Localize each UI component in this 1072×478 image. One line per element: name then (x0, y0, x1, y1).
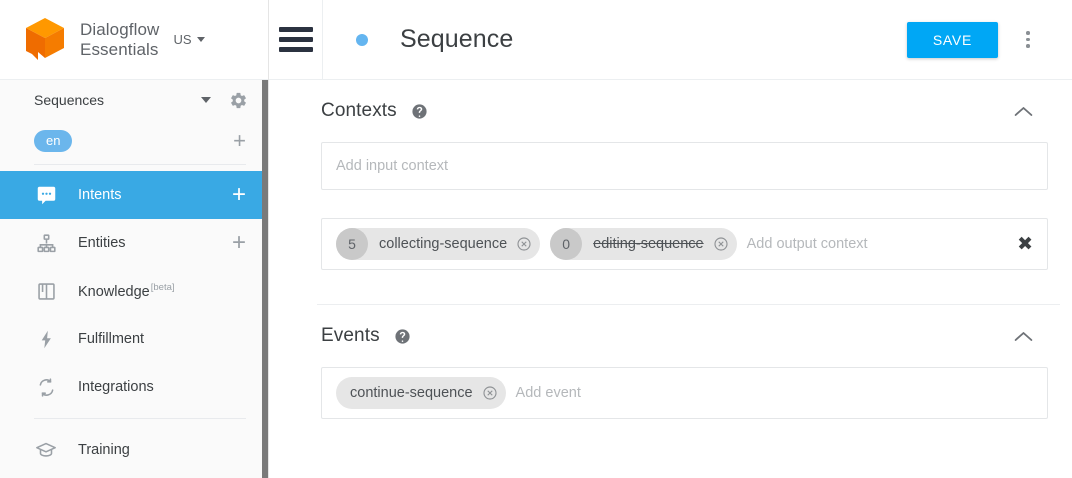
add-entity-plus-icon[interactable]: + (231, 229, 246, 256)
spacer (321, 190, 1048, 218)
context-lifespan-badge: 5 (336, 228, 368, 260)
agent-name: Sequences (34, 92, 105, 108)
events-section: Events (269, 305, 1072, 419)
output-context-placeholder: Add output context (746, 236, 868, 252)
chat-bubble-icon (34, 185, 58, 206)
sidebar-scrollbar[interactable] (262, 80, 269, 478)
sidebar-nav: Intents + Entities + (0, 165, 268, 474)
clear-contexts-close-icon[interactable]: ✖ (1017, 232, 1033, 255)
input-context-placeholder: Add input context (336, 158, 449, 174)
brand-line-2: Essentials (80, 39, 159, 59)
remove-circle-icon[interactable] (482, 385, 498, 401)
bolt-icon (34, 329, 58, 350)
sidebar-divider (34, 418, 246, 419)
context-chip[interactable]: 5 collecting-sequence (336, 228, 541, 260)
region-label: US (173, 32, 192, 47)
brand-header: Dialogflow Essentials US (0, 0, 268, 80)
events-title: Events (321, 325, 380, 346)
events-header: Events (321, 305, 1048, 367)
add-language-plus-icon[interactable]: + (233, 128, 246, 153)
dialogflow-logo-icon (22, 15, 68, 65)
sidebar-item-knowledge[interactable]: Knowledge[beta] (0, 267, 268, 315)
add-intent-plus-icon[interactable]: + (231, 181, 246, 208)
beta-badge: [beta] (150, 282, 175, 294)
brand-line-1: Dialogflow (80, 19, 160, 39)
agent-selector-row[interactable]: Sequences (0, 80, 268, 120)
sidebar-item-training[interactable]: Training (0, 426, 268, 474)
page-title: Sequence (400, 25, 514, 53)
hamburger-icon[interactable] (269, 0, 323, 80)
chevron-up-icon[interactable] (1007, 324, 1040, 349)
contexts-section: Contexts (269, 80, 1072, 270)
sidebar-item-label: Integrations (78, 379, 154, 395)
remove-circle-icon[interactable] (516, 236, 532, 252)
input-context-field[interactable]: Add input context (321, 142, 1048, 190)
language-row: en + (0, 120, 268, 162)
save-button[interactable]: SAVE (906, 21, 998, 58)
context-chip[interactable]: 0 editing-sequence (550, 228, 737, 260)
remove-circle-icon[interactable] (713, 236, 729, 252)
hierarchy-icon (34, 233, 58, 254)
region-selector[interactable]: US (173, 32, 205, 47)
graduation-cap-icon (34, 439, 58, 461)
sidebar-item-integrations[interactable]: Integrations (0, 363, 268, 411)
book-icon (34, 281, 58, 302)
sidebar-item-fulfillment[interactable]: Fulfillment (0, 315, 268, 363)
sidebar-item-label: Intents (78, 187, 122, 203)
context-chip-label: collecting-sequence (379, 236, 508, 252)
context-chip-label: editing-sequence (593, 236, 704, 252)
sidebar: Dialogflow Essentials US Sequences en + (0, 0, 269, 478)
output-context-field[interactable]: 5 collecting-sequence 0 editing-sequence (321, 218, 1048, 270)
kebab-menu-icon[interactable] (1008, 20, 1048, 60)
content-area: Contexts (269, 80, 1072, 419)
chevron-down-icon (196, 37, 205, 42)
gear-icon[interactable] (229, 91, 248, 110)
brand-title: Dialogflow Essentials (80, 20, 159, 60)
top-bar: Sequence SAVE (269, 0, 1072, 80)
sidebar-item-entities[interactable]: Entities + (0, 219, 268, 267)
events-placeholder: Add event (515, 385, 581, 401)
sidebar-item-label: Entities (78, 235, 126, 251)
sidebar-item-label: Fulfillment (78, 331, 145, 347)
sidebar-divider (34, 164, 246, 165)
status-dot (356, 33, 368, 46)
help-icon[interactable] (394, 328, 411, 345)
event-chip-label: continue-sequence (350, 385, 473, 401)
sidebar-item-label: Knowledge[beta] (78, 282, 175, 300)
event-chip[interactable]: continue-sequence (336, 377, 506, 409)
chevron-up-icon[interactable] (1007, 99, 1040, 124)
contexts-title: Contexts (321, 100, 397, 121)
language-chip-en[interactable]: en (34, 130, 73, 152)
events-field[interactable]: continue-sequence Add event (321, 367, 1048, 419)
sidebar-item-intents[interactable]: Intents + (0, 171, 268, 219)
help-icon[interactable] (411, 103, 428, 120)
context-lifespan-badge: 0 (550, 228, 583, 260)
contexts-header: Contexts (321, 80, 1048, 142)
sync-icon (34, 377, 58, 398)
main-panel: Sequence SAVE Contexts (268, 0, 1072, 478)
section-divider (317, 304, 1060, 305)
chevron-down-icon[interactable] (201, 97, 211, 103)
sidebar-item-label: Training (78, 442, 130, 458)
